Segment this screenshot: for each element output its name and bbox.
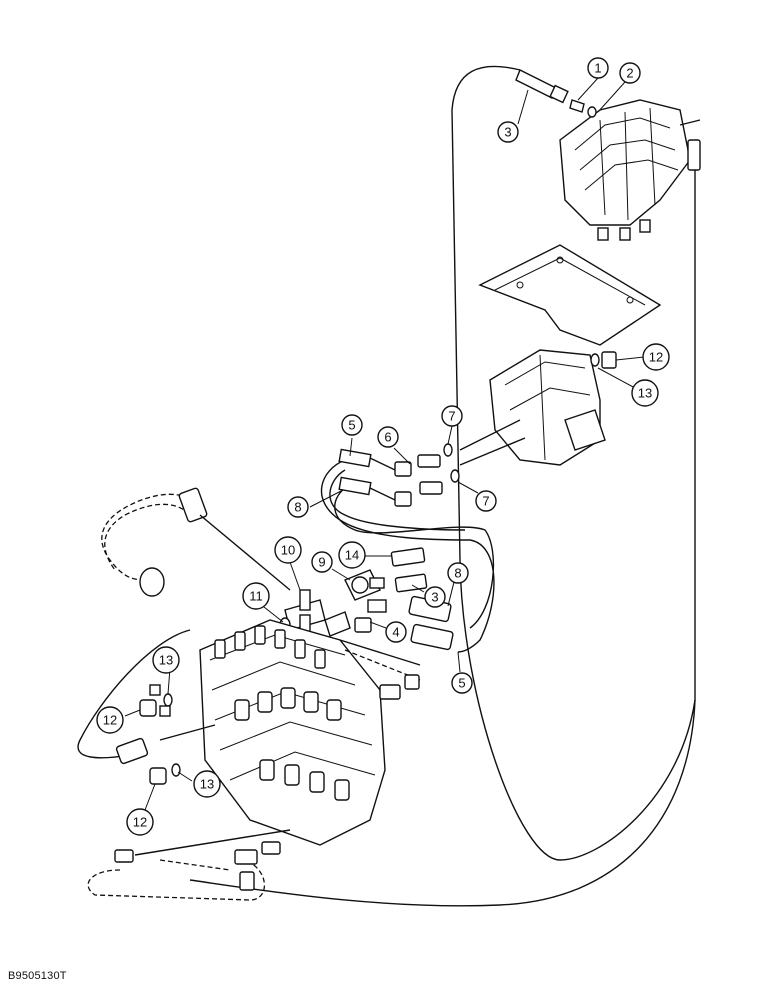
svg-text:6: 6 [384, 430, 391, 445]
spool-caps [214, 625, 350, 801]
svg-text:5: 5 [348, 418, 355, 433]
left-loop-line [77, 629, 191, 759]
svg-text:3: 3 [504, 125, 511, 140]
callout-4: 4 [385, 621, 407, 643]
long-hydraulic-line-return [189, 699, 696, 907]
svg-text:8: 8 [454, 566, 461, 581]
svg-text:12: 12 [649, 350, 663, 365]
svg-text:9: 9 [318, 555, 325, 570]
callout-3-top: 3 [497, 121, 519, 143]
callout-10: 10 [274, 536, 302, 564]
dashed-line-left [101, 493, 201, 581]
hose-5-loop-inner [329, 469, 466, 531]
callout-9: 9 [311, 551, 333, 573]
bottom-tie-line [134, 829, 291, 856]
left-elbow-fitting [115, 737, 149, 765]
bottom-dashed-line-2 [159, 859, 231, 871]
callout-12-left-lower: 12 [126, 808, 154, 836]
callout-11: 11 [242, 582, 270, 610]
svg-text:13: 13 [638, 386, 652, 401]
callout-7-lower: 7 [475, 490, 497, 512]
callout-3-middle: 3 [424, 586, 446, 608]
hose-fitting-top [515, 69, 597, 118]
dashed-fitting-left [139, 487, 208, 597]
svg-text:7: 7 [482, 494, 489, 509]
callout-8-upper: 8 [287, 496, 309, 518]
plugs-main-valve [139, 684, 181, 785]
svg-text:4: 4 [392, 625, 399, 640]
dashed-line-left-2 [104, 503, 196, 571]
main-control-valve [199, 619, 386, 846]
callout-2: 2 [619, 62, 641, 84]
upper-control-valve [559, 99, 701, 241]
callout-5-lower: 5 [451, 672, 473, 694]
callout-12-left-upper: 12 [96, 706, 124, 734]
long-hydraulic-line [451, 65, 696, 861]
svg-text:12: 12 [103, 713, 117, 728]
svg-text:5: 5 [458, 676, 465, 691]
callout-13-left-upper: 13 [152, 646, 180, 674]
hose-8-loop [334, 487, 495, 629]
callout-5-upper: 5 [341, 414, 363, 436]
mounting-plate [478, 244, 662, 346]
left-tie-line [159, 724, 216, 741]
callout-7-upper: 7 [441, 405, 463, 427]
hose-ends-upper [338, 443, 460, 507]
plug-and-oring-middle [590, 351, 617, 369]
callout-13-left-lower: 13 [193, 770, 221, 798]
bottom-tee-fitting [114, 841, 281, 891]
connecting-line [199, 514, 291, 591]
svg-text:1: 1 [594, 61, 601, 76]
callout-12-middle: 12 [642, 343, 670, 371]
middle-valve-block [459, 349, 606, 466]
bottom-dashed-line [87, 859, 266, 901]
svg-text:3: 3 [431, 590, 438, 605]
callout-1: 1 [587, 57, 609, 79]
svg-text:8: 8 [294, 500, 301, 515]
svg-text:13: 13 [159, 653, 173, 668]
svg-text:13: 13 [200, 777, 214, 792]
svg-text:2: 2 [626, 66, 633, 81]
main-valve-right-fittings [339, 639, 421, 700]
callout-13-middle: 13 [631, 379, 659, 407]
callout-6: 6 [377, 426, 399, 448]
drawing-code-label: B9505130T [8, 970, 67, 982]
svg-text:7: 7 [448, 409, 455, 424]
svg-text:11: 11 [249, 589, 263, 604]
svg-text:12: 12 [133, 815, 147, 830]
leader-lines [124, 77, 645, 811]
callout-14: 14 [338, 541, 366, 569]
svg-text:10: 10 [281, 543, 295, 558]
svg-text:14: 14 [345, 548, 359, 563]
hose-5-loop [320, 459, 495, 653]
fitting-cluster [279, 547, 454, 651]
callout-8-lower: 8 [447, 562, 469, 584]
